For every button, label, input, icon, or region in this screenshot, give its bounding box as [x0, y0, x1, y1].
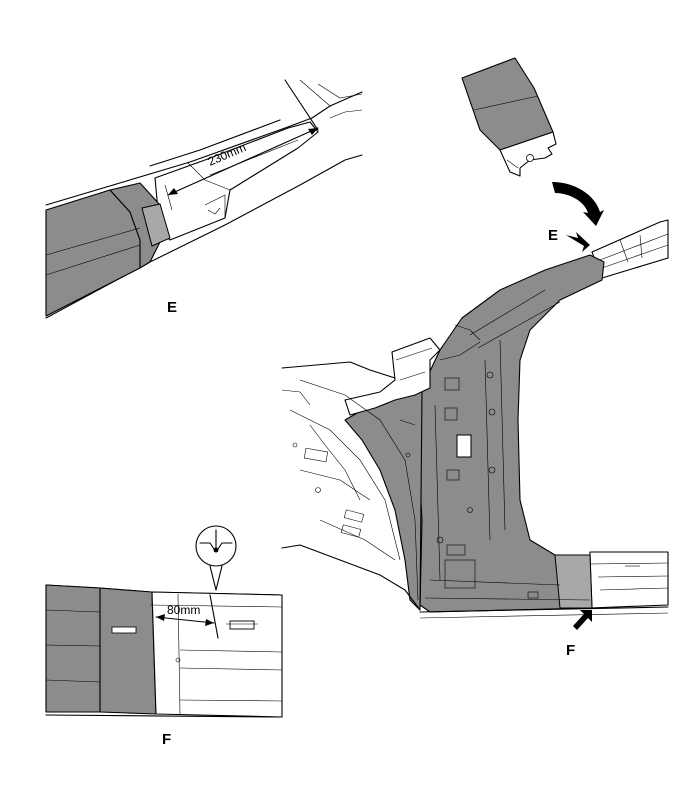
detail-e-caption: E: [167, 299, 177, 316]
detail-e-panel-mid: [109, 182, 166, 269]
detail-e-panel-left: [45, 189, 141, 317]
detail-e: 230mm E: [45, 79, 363, 319]
replacement-part: [461, 57, 557, 177]
weld-section-icon: [195, 525, 237, 591]
detail-f-dimension: 80mm: [167, 603, 200, 617]
main-a-pillar-panel: [417, 254, 605, 613]
curved-arrow-icon: [552, 182, 604, 226]
main-f-callout: F: [566, 642, 575, 659]
detail-f: 80mm F: [45, 584, 283, 748]
main-e-callout: E: [548, 227, 558, 244]
pointer-arrow-icon: [566, 232, 592, 630]
main-pillar-view: [281, 219, 669, 619]
detail-f-caption: F: [162, 731, 171, 748]
